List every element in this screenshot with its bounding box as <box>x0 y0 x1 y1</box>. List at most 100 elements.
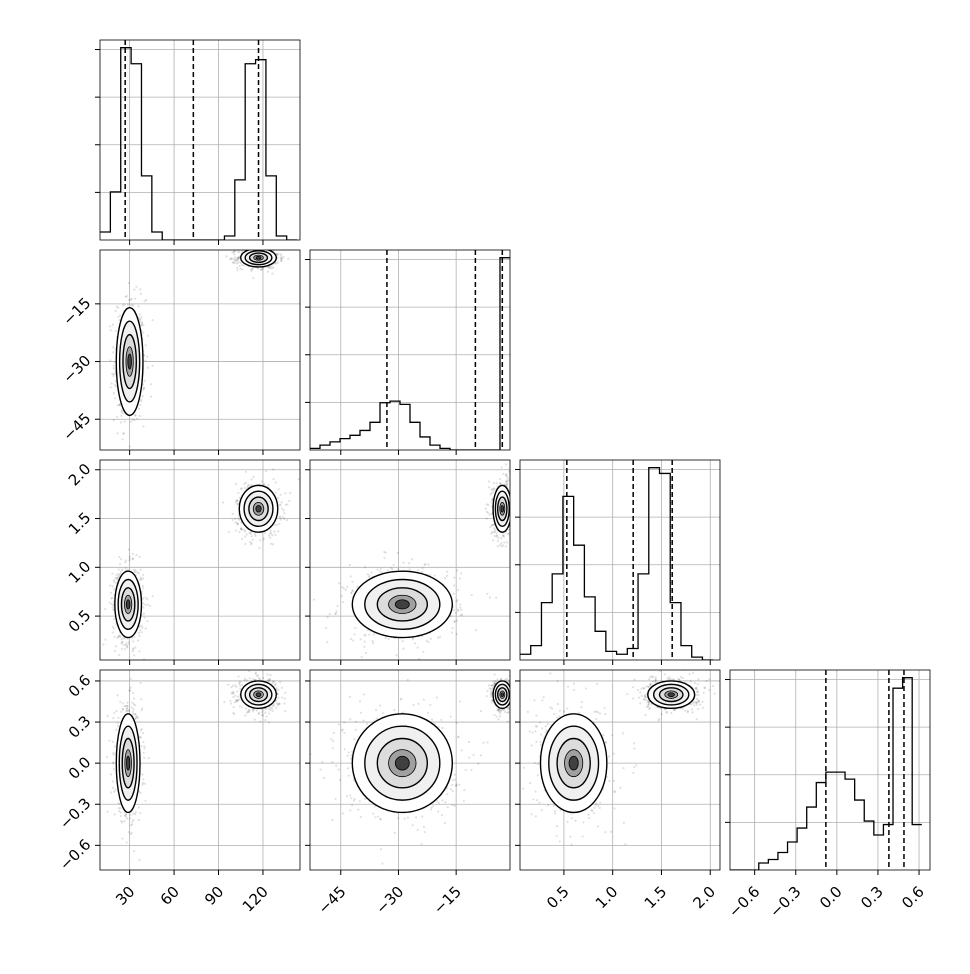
sample-point <box>414 642 416 644</box>
sample-point <box>267 484 269 486</box>
sample-point <box>495 597 497 599</box>
sample-point <box>114 636 116 638</box>
sample-point <box>496 482 498 484</box>
sample-point <box>237 699 239 701</box>
sample-point <box>325 627 327 629</box>
sample-point <box>142 732 144 734</box>
sample-point <box>281 257 283 259</box>
sample-point <box>258 677 260 679</box>
sample-point <box>268 721 270 723</box>
sample-point <box>271 682 273 684</box>
sample-point <box>491 524 493 526</box>
sample-point <box>239 268 241 270</box>
sample-point <box>417 569 419 571</box>
sample-point <box>486 511 488 513</box>
sample-point <box>239 688 241 690</box>
sample-point <box>251 245 253 247</box>
sample-point <box>488 486 490 488</box>
sample-point <box>274 534 276 536</box>
sample-point <box>144 604 146 606</box>
sample-point <box>122 433 124 435</box>
sample-point <box>234 521 236 523</box>
sample-point <box>130 687 132 689</box>
panel-frame-hist-3 <box>730 670 930 870</box>
sample-point <box>113 581 115 583</box>
sample-point <box>499 482 501 484</box>
sample-point <box>122 708 124 710</box>
sample-point <box>253 476 255 478</box>
sample-point <box>492 491 494 493</box>
sample-point <box>343 587 345 589</box>
sample-point <box>128 548 130 550</box>
sample-point <box>122 641 124 643</box>
sample-point <box>138 819 140 821</box>
sample-point <box>117 717 119 719</box>
sample-point <box>368 574 370 576</box>
sample-point <box>143 387 145 389</box>
sample-point <box>372 642 374 644</box>
sample-point <box>136 418 138 420</box>
sample-point <box>244 679 246 681</box>
sample-point <box>126 708 128 710</box>
sample-point <box>287 258 289 260</box>
sample-point <box>124 420 126 422</box>
sample-point <box>104 608 106 610</box>
sample-point <box>117 432 119 434</box>
sample-point <box>257 267 259 269</box>
sample-point <box>135 811 137 813</box>
sample-point <box>130 298 132 300</box>
sample-point <box>120 811 122 813</box>
sample-point <box>283 509 285 511</box>
sample-point <box>250 532 252 534</box>
sample-point <box>117 635 119 637</box>
tick-label-y3-0: −0.6 <box>56 835 94 873</box>
sample-point <box>115 710 117 712</box>
sample-point <box>138 859 140 861</box>
sample-point <box>252 247 254 249</box>
tick-label-y2-0: 0.5 <box>65 606 95 636</box>
sample-point <box>365 652 367 654</box>
scatter-1-2-points <box>297 463 516 660</box>
sample-point <box>125 814 127 816</box>
sample-point <box>342 601 344 603</box>
sample-point <box>139 288 141 290</box>
sample-point <box>121 648 123 650</box>
sample-point <box>492 539 494 541</box>
sample-point <box>222 501 224 503</box>
sample-point <box>110 592 112 594</box>
sample-point <box>338 582 340 584</box>
sample-point <box>444 577 446 579</box>
sample-point <box>262 714 264 716</box>
sample-point <box>234 256 236 258</box>
sample-point <box>513 492 515 494</box>
density-contour-0-4 <box>395 600 409 609</box>
sample-point <box>352 639 354 641</box>
sample-point <box>251 246 253 248</box>
sample-point <box>351 581 353 583</box>
sample-point <box>459 578 461 580</box>
sample-point <box>147 604 149 606</box>
sample-point <box>496 535 498 537</box>
sample-point <box>265 248 267 250</box>
sample-point <box>277 697 279 699</box>
sample-point <box>493 482 495 484</box>
sample-point <box>109 359 111 361</box>
sample-point <box>225 255 227 257</box>
tick-label-y2-1: 1.0 <box>65 557 95 587</box>
sample-point <box>258 547 260 549</box>
sample-point <box>152 595 154 597</box>
sample-point <box>277 253 279 255</box>
sample-point <box>236 267 238 269</box>
sample-point <box>452 627 454 629</box>
sample-point <box>139 415 141 417</box>
sample-point <box>124 567 126 569</box>
sample-point <box>354 627 356 629</box>
sample-point <box>363 646 365 648</box>
sample-point <box>145 597 147 599</box>
sample-point <box>241 264 243 266</box>
sample-point <box>402 640 404 642</box>
sample-point <box>267 244 269 246</box>
sample-point <box>426 640 428 642</box>
sample-point <box>453 609 455 611</box>
sample-point <box>397 552 399 554</box>
